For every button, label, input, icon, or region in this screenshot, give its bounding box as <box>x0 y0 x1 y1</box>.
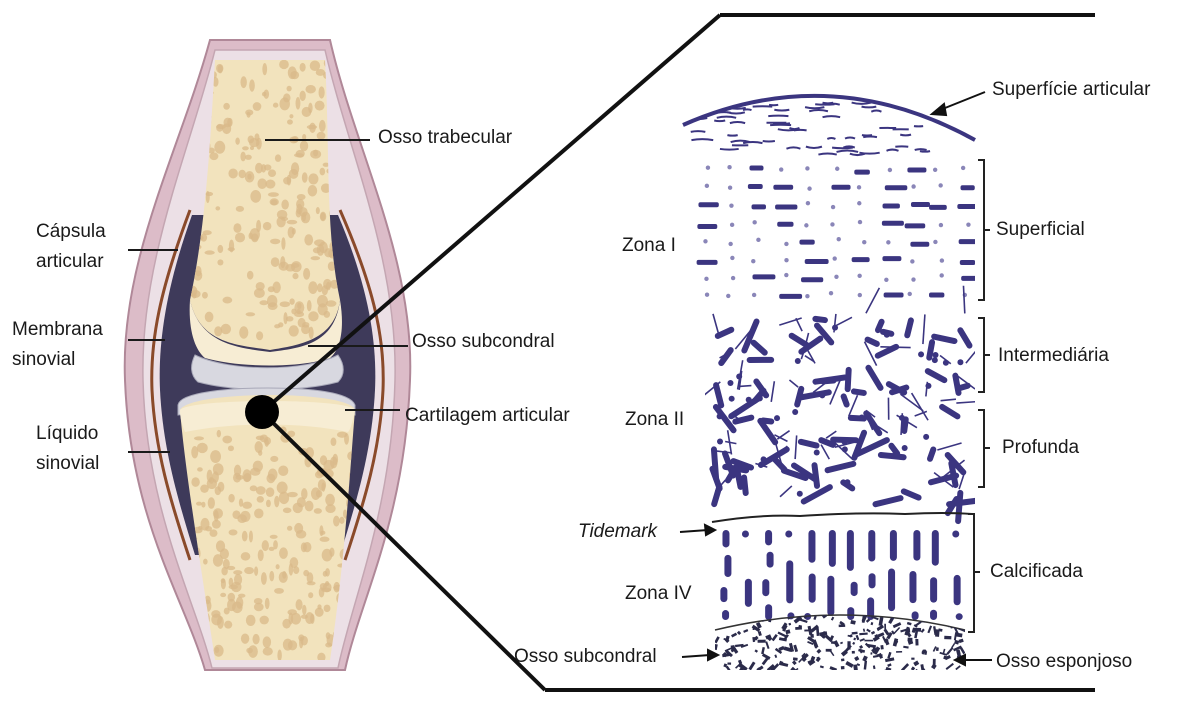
label-zone-4: Zona IV <box>625 582 692 606</box>
label-joint-capsule-line2: articular <box>36 250 104 274</box>
label-zone-1: Zona I <box>622 234 676 258</box>
zone-brackets <box>968 160 990 632</box>
label-intermediate: Intermediária <box>998 344 1109 368</box>
label-articular-surface: Superfície articular <box>992 78 1150 102</box>
label-synovial-fluid-line1: Líquido <box>36 422 98 446</box>
label-articular-cartilage: Cartilagem articular <box>405 404 570 428</box>
label-trabecular-bone: Osso trabecular <box>378 126 512 150</box>
cartilage-zones <box>683 96 987 679</box>
label-subchondral-bone-zone: Osso subcondral <box>514 645 657 669</box>
label-synovial-membrane-line1: Membrana <box>12 318 103 342</box>
label-synovial-fluid-line2: sinovial <box>36 452 99 476</box>
label-spongy-bone: Osso esponjoso <box>996 650 1132 674</box>
joint-illustration <box>125 40 411 670</box>
label-tidemark: Tidemark <box>578 520 657 544</box>
label-deep: Profunda <box>1002 436 1079 460</box>
tidemark-line <box>712 513 972 522</box>
label-calcified: Calcificada <box>990 560 1083 584</box>
magnifier-dot <box>245 395 279 429</box>
label-superficial: Superficial <box>996 218 1085 242</box>
label-synovial-membrane-line2: sinovial <box>12 348 75 372</box>
label-subchondral-bone: Osso subcondral <box>412 330 555 354</box>
label-joint-capsule-line1: Cápsula <box>36 220 106 244</box>
label-zone-2: Zona II <box>625 408 684 432</box>
